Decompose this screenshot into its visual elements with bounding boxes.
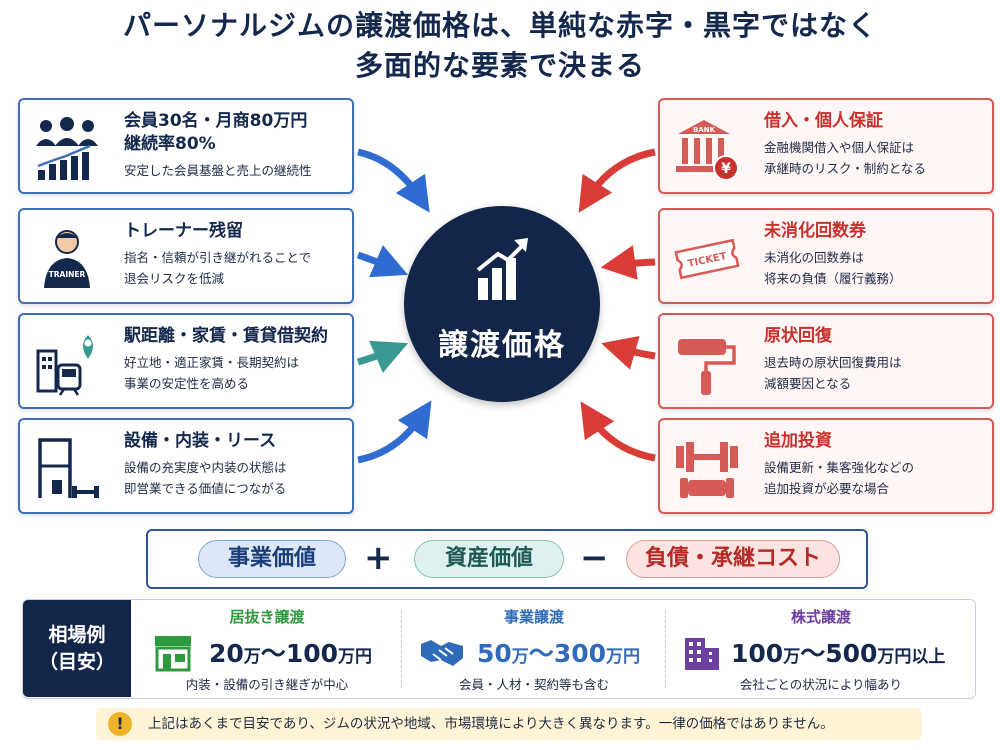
market-divider [665,610,666,688]
market-label-2: （目安） [38,651,115,673]
card-desc: 設備更新・集客強化などの [764,460,915,475]
warning-icon: ! [108,712,132,736]
card-desc-2: 減額要因となる [764,376,852,391]
svg-text:¥: ¥ [721,161,731,177]
arrow-ticket [600,245,656,280]
card-investment: 追加投資 設備更新・集客強化などの 追加投資が必要な場合 [658,418,994,514]
arrow-equipment [357,400,432,464]
card-title: 未消化回数券 [764,221,866,241]
card-desc: 安定した会員基盤と売上の継続性 [124,163,312,178]
card-debt: BANK ¥ 借入・個人保証 金融機関借入や個人保証は 承継時のリスク・制約とな… [658,98,994,194]
card-ticket: TICKET 未消化回数券 未消化の回数券は 将来の負債（履行義務） [658,208,994,304]
arrow-debt [578,148,656,213]
disclaimer-text: 上記はあくまで目安であり、ジムの状況や地域、市場環境により大きく異なります。一律… [148,716,834,732]
market-col-title: 株式譲渡 [790,608,851,626]
formula-asset-value: 資産価値 [414,540,564,578]
card-desc: 設備の充実度や内装の状態は [124,460,287,475]
market-col-note: 会社ごとの状況により幅あり [739,677,903,692]
page-title: パーソナルジムの譲渡価格は、単純な赤字・黒字ではなく 多面的な要素で決まる [0,6,1000,86]
bank-yen-icon: BANK ¥ [676,120,739,181]
market-col-title: 事業譲渡 [503,608,564,626]
disclaimer-note: ! 上記はあくまで目安であり、ジムの状況や地域、市場環境により大きく異なります。… [96,708,922,740]
handshake-icon [421,640,463,666]
market-price-panel: 相場例 （目安） 居抜き譲渡 20万～100万円 内装・設備の引き継ぎが中心 事… [22,599,976,699]
paint-roller-icon [678,339,736,395]
formula-business-value: 事業価値 [198,540,346,578]
card-desc: 指名・信頼が引き継がれることで [124,250,312,265]
title-line-2: 多面的な要素で決まる [354,49,645,82]
card-desc: 退去時の原状回復費用は [764,355,902,370]
market-col-business: 事業譲渡 50万～300万円 会員・人材・契約等も含む [403,600,665,697]
card-title-2: 継続率80% [124,134,216,154]
market-col-note: 会員・人材・契約等も含む [458,677,609,692]
formula-minus: − [580,538,609,578]
card-title: 会員30名・月商80万円 [124,111,308,131]
arrow-restoration [601,335,656,370]
market-col-ikinuki: 居抜き譲渡 20万～100万円 内装・設備の引き継ぎが中心 [133,600,401,697]
card-title: 追加投資 [764,431,832,451]
card-desc-2: 将来の負債（履行義務） [764,271,902,286]
card-desc: 好立地・適正家賃・長期契約は [124,355,300,370]
gym-equipment-icon [38,438,99,498]
arrow-location [356,340,409,373]
center-transfer-price: 譲渡価格 [404,206,600,402]
formula-plus: + [364,538,393,578]
card-desc-2: 即営業できる価値につながる [124,481,287,496]
card-desc: 未消化の回数券は [764,250,865,265]
card-title: トレーナー残留 [124,221,243,241]
market-col-stock: 株式譲渡 100万～500万円以上 会社ごとの状況により幅あり [667,600,975,697]
storefront-icon [155,636,191,672]
card-desc-2: 退会リスクを低減 [124,271,225,286]
card-title: 駅距離・家賃・賃貸借契約 [124,326,328,346]
bank-icon-text: BANK [693,126,716,134]
market-divider [401,610,402,688]
card-title: 設備・内装・リース [124,431,277,451]
market-label-1: 相場例 [48,624,106,646]
arrow-trainer [356,245,409,278]
dumbbell-icon [676,442,738,498]
card-location: 駅距離・家賃・賃貸借契約 好立地・適正家賃・長期契約は 事業の安定性を高める [18,313,354,409]
members-growth-icon [36,117,98,180]
card-desc-2: 承継時のリスク・制約となる [764,161,926,176]
card-desc: 金融機関借入や個人保証は [764,140,915,155]
trainer-icon-text: TRAINER [49,270,86,279]
market-col-title: 居抜き譲渡 [229,608,305,626]
card-desc-2: 追加投資が必要な場合 [764,481,890,496]
card-title: 借入・個人保証 [764,111,883,131]
arrow-members [357,148,430,213]
market-col-value: 20万～100万円 [209,639,372,668]
market-col-value: 50万～300万円 [477,639,640,668]
card-equipment: 設備・内装・リース 設備の充実度や内装の状態は 即営業できる価値につながる [18,418,354,514]
market-col-value: 100万～500万円以上 [731,639,946,668]
formula-bar: 事業価値 + 資産価値 − 負債・承継コスト [146,529,868,589]
trainer-icon: TRAINER [44,230,90,288]
market-col-note: 内装・設備の引き継ぎが中心 [185,677,349,692]
card-desc-2: 事業の安定性を高める [124,376,250,391]
card-members: 会員30名・月商80万円 継続率80% 安定した会員基盤と売上の継続性 [18,98,354,194]
card-restoration: 原状回復 退去時の原状回復費用は 減額要因となる [658,313,994,409]
card-title: 原状回復 [764,326,832,346]
office-building-icon [685,638,719,670]
market-label: 相場例 （目安） [23,600,131,697]
ticket-icon: TICKET [674,238,740,280]
title-line-1: パーソナルジムの譲渡価格は、単純な赤字・黒字ではなく [122,9,877,42]
formula-liability-cost: 負債・承継コスト [626,540,840,578]
arrow-investment [580,401,656,462]
growth-chart-icon [476,238,528,300]
location-building-train-icon [36,335,93,396]
center-label: 譲渡価格 [438,328,566,363]
card-trainer: TRAINER トレーナー残留 指名・信頼が引き継がれることで 退会リスクを低減 [18,208,354,304]
